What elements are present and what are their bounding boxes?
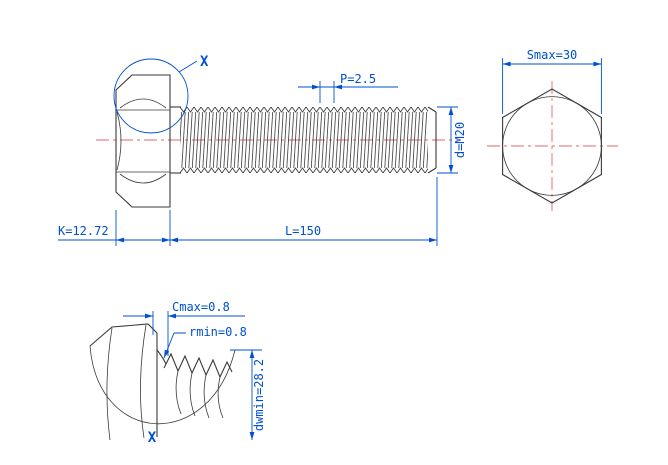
threaded-shank (170, 106, 437, 174)
diameter-dimension: d=M20 (437, 106, 467, 174)
detail-callout: X (113, 54, 209, 134)
across-flats-label: Smax=30 (527, 48, 578, 62)
detail-ref-label: X (200, 54, 209, 70)
hexagon-outline (502, 88, 602, 204)
chamfer-circle (502, 96, 602, 196)
length-dimensions: K=12.72 L=150 (58, 177, 438, 246)
pitch-dimension: P=2.5 (298, 72, 398, 103)
head-height-label: K=12.72 (58, 224, 109, 238)
chamfer-dimension: Cmax=0.8 (123, 300, 245, 356)
pitch-label: P=2.5 (340, 72, 376, 86)
bolt-head (115, 74, 171, 208)
length-label: L=150 (285, 224, 321, 238)
across-flats-dimension: Smax=30 (502, 48, 602, 114)
detail-callout-circle (113, 58, 189, 134)
side-view: X P=2.5 d=M20 (58, 54, 467, 246)
end-view: Smax=30 (487, 48, 618, 211)
diameter-label: d=M20 (453, 122, 467, 158)
detail-geometry (89, 323, 236, 441)
detail-view-label: X (148, 430, 157, 446)
chamfer-label: Cmax=0.8 (172, 300, 230, 314)
fillet-label: rmin=0.8 (189, 325, 247, 339)
detail-view: Cmax=0.8 rmin=0.8 dwmin=28.2 X (89, 300, 266, 446)
break-arc (89, 345, 236, 425)
detail-callout-leader (178, 60, 198, 73)
washer-dia-dimension: dwmin=28.2 (230, 349, 266, 440)
fillet-dimension: rmin=0.8 (163, 325, 247, 359)
thread-texture (180, 107, 428, 173)
washer-dia-label: dwmin=28.2 (252, 359, 266, 431)
